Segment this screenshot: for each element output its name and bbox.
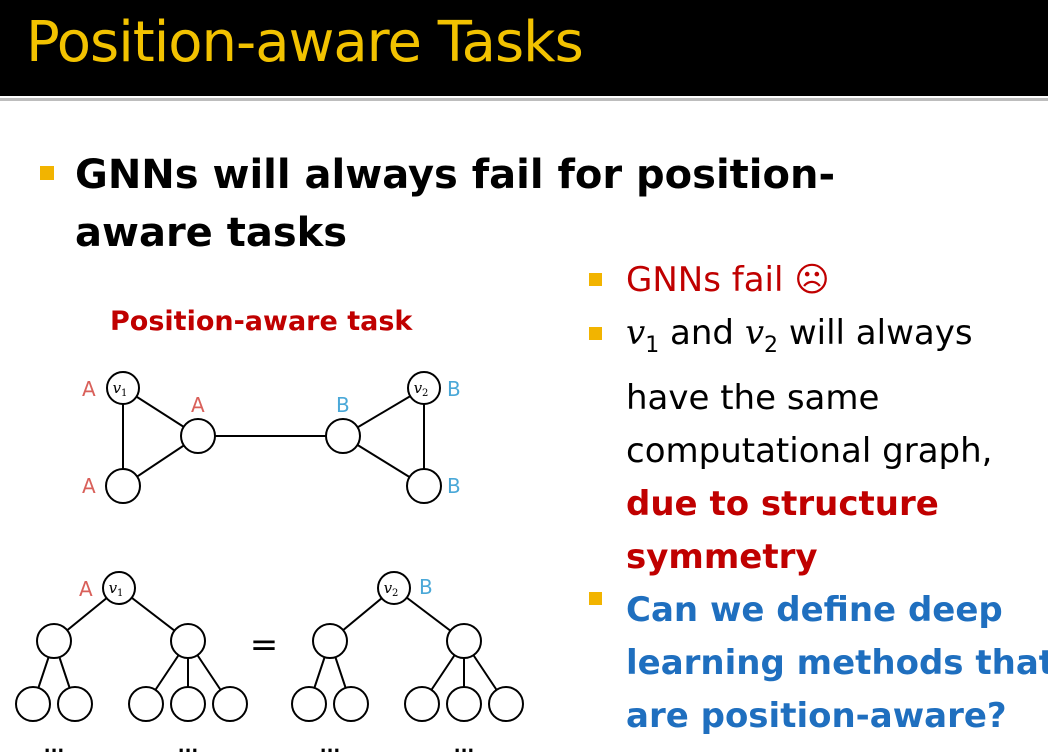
tree-node bbox=[446, 623, 482, 659]
node-label-v2: v2 bbox=[414, 379, 429, 399]
tree-leaf bbox=[404, 686, 440, 722]
tree-leaf bbox=[170, 686, 206, 722]
label-b: B bbox=[447, 474, 461, 498]
main-bullet-text: GNNs will always fail for position-aware… bbox=[75, 152, 836, 256]
node-label-v1: v1 bbox=[113, 379, 128, 399]
label-b: B bbox=[447, 377, 461, 401]
tree-leaf bbox=[212, 686, 248, 722]
label-a: A bbox=[79, 577, 93, 601]
question-line: learning methods that bbox=[626, 643, 1048, 683]
ellipsis: ... bbox=[454, 736, 475, 756]
label-b: B bbox=[336, 393, 350, 417]
bullet-square-icon bbox=[589, 592, 602, 605]
right-column: GNNs fail ☹ v1 and v2 will always have t… bbox=[626, 254, 1048, 743]
ellipsis: ... bbox=[320, 736, 341, 756]
reason-line: due to structure bbox=[626, 484, 939, 524]
title-divider bbox=[0, 98, 1048, 101]
tree-leaf bbox=[128, 686, 164, 722]
statement-line: have the same bbox=[626, 378, 880, 418]
bullet-square-icon bbox=[40, 166, 54, 180]
label-a: A bbox=[82, 377, 96, 401]
tree-root-v2 bbox=[377, 571, 411, 605]
tree-node bbox=[36, 623, 72, 659]
tree-label-v1: v1 bbox=[109, 579, 124, 599]
node bbox=[325, 418, 361, 454]
statement-line: computational graph, bbox=[626, 431, 993, 471]
tree-node bbox=[170, 623, 206, 659]
label-b: B bbox=[419, 575, 433, 599]
bullet-square-icon bbox=[589, 273, 602, 286]
tree-leaf bbox=[488, 686, 524, 722]
ellipsis: ... bbox=[44, 736, 65, 756]
tree-leaf bbox=[446, 686, 482, 722]
node bbox=[406, 468, 442, 504]
question-line: Can we define deep bbox=[626, 590, 1003, 630]
ellipsis: ... bbox=[178, 736, 199, 756]
tree-leaf bbox=[333, 686, 369, 722]
node bbox=[180, 418, 216, 454]
label-a: A bbox=[191, 393, 205, 417]
task-label: Position-aware task bbox=[110, 306, 413, 337]
gnns-fail-text: GNNs fail ☹ bbox=[626, 260, 830, 300]
slide-title: Position-aware Tasks bbox=[26, 10, 584, 75]
tree-node bbox=[312, 623, 348, 659]
tree-leaf bbox=[15, 686, 51, 722]
label-a: A bbox=[82, 474, 96, 498]
node bbox=[105, 468, 141, 504]
question-line: are position-aware? bbox=[626, 696, 1007, 736]
reason-line: symmetry bbox=[626, 537, 818, 577]
node-v2 bbox=[407, 371, 441, 405]
tree-label-v2: v2 bbox=[384, 579, 399, 599]
equals-sign: = bbox=[250, 625, 279, 665]
symmetry-statement: v1 and v2 will always bbox=[626, 313, 973, 358]
tree-leaf bbox=[57, 686, 93, 722]
tree-leaf bbox=[291, 686, 327, 722]
tree-root-v1 bbox=[102, 571, 136, 605]
node-v1 bbox=[106, 371, 140, 405]
bullet-square-icon bbox=[589, 327, 602, 340]
title-bar: Position-aware Tasks bbox=[0, 0, 1048, 96]
